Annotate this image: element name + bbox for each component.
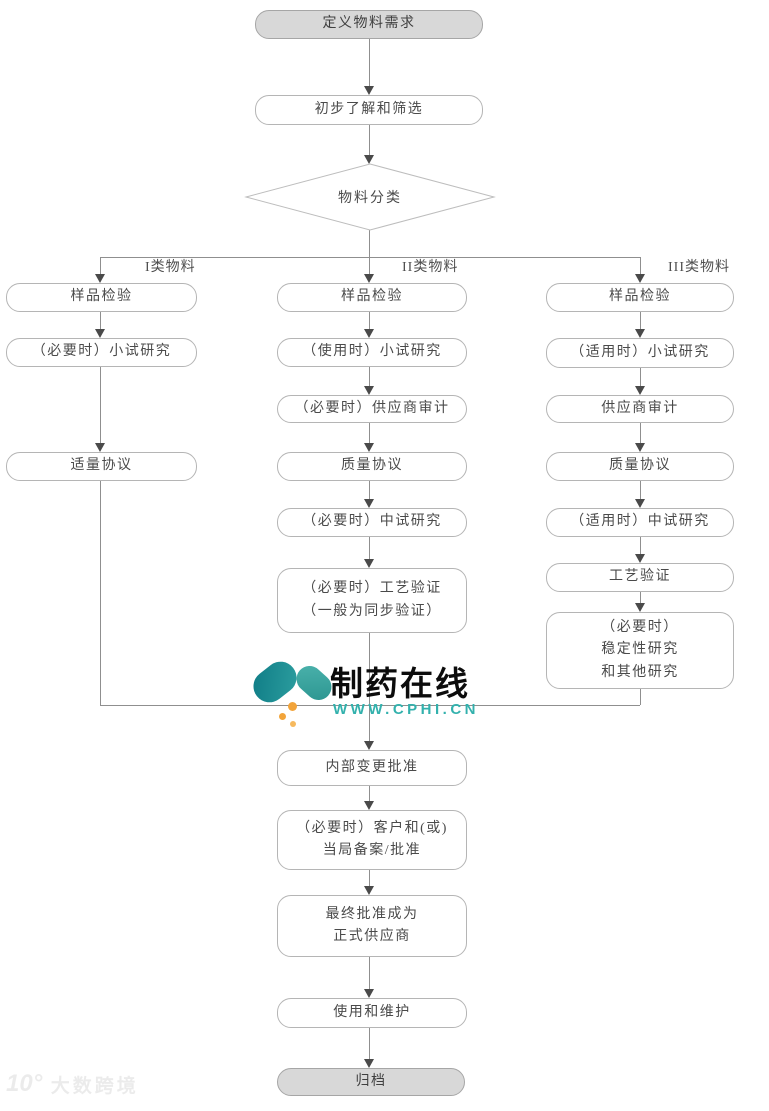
connector-line <box>640 423 641 444</box>
arrowhead <box>95 329 105 338</box>
connector-line <box>640 368 641 387</box>
arrowhead <box>364 989 374 998</box>
connector-line <box>100 257 101 276</box>
brand-name: 制药在线 <box>330 665 470 702</box>
connector-line <box>640 592 641 605</box>
arrowhead <box>635 499 645 508</box>
node-c3-process-validation: 工艺验证 <box>546 563 734 592</box>
branch-label-class2: II类物料 <box>402 260 459 275</box>
node-c2-lab-study: （使用时）小试研究 <box>277 338 467 367</box>
node-c2-pilot-study: （必要时）中试研究 <box>277 508 467 537</box>
decision-diamond <box>244 163 496 231</box>
footer-brand-text: 大数跨境 <box>50 1075 139 1097</box>
node-c3-pilot-study: （适用时）中试研究 <box>546 508 734 537</box>
connector-line <box>369 957 370 991</box>
arrowhead <box>364 274 374 283</box>
node-c1-sample-test: 样品检验 <box>6 283 197 312</box>
decision-label: 物料分类 <box>338 191 402 206</box>
node-define-material-requirement: 定义物料需求 <box>255 10 483 39</box>
node-c3-sample-test: 样品检验 <box>546 283 734 312</box>
connector-line <box>369 230 370 257</box>
arrowhead <box>364 86 374 95</box>
node-c2-supplier-audit: （必要时）供应商审计 <box>277 395 467 423</box>
connector-line <box>369 870 370 888</box>
arrowhead <box>364 801 374 810</box>
footer-logo-icon: 10° <box>6 1070 43 1097</box>
arrowhead <box>364 499 374 508</box>
connector-line <box>369 633 370 741</box>
arrowhead <box>635 329 645 338</box>
connector-line <box>369 257 370 276</box>
arrowhead <box>364 443 374 452</box>
node-c3-quality-agreement: 质量协议 <box>546 452 734 481</box>
brand-url: WWW.CPHI.CN <box>333 701 479 718</box>
branch-split-line <box>100 257 640 258</box>
node-c1-lab-study: （必要时）小试研究 <box>6 338 197 367</box>
connector-line <box>100 312 101 330</box>
arrowhead <box>635 274 645 283</box>
arrowhead <box>95 274 105 283</box>
connector-line <box>640 312 641 330</box>
node-c2-process-validation: （必要时）工艺验证 （一般为同步验证） <box>277 568 467 633</box>
node-c2-sample-test: 样品检验 <box>277 283 467 312</box>
arrowhead <box>635 603 645 612</box>
arrowhead <box>364 155 374 164</box>
arrowhead <box>364 559 374 568</box>
footer-watermark: 10° 大数跨境 <box>6 1070 139 1098</box>
connector-line <box>369 367 370 387</box>
connector-line <box>640 537 641 556</box>
node-c3-stability-study: （必要时） 稳定性研究 和其他研究 <box>546 612 734 689</box>
arrowhead <box>635 554 645 563</box>
connector-line <box>640 481 641 500</box>
node-final-approval-supplier: 最终批准成为 正式供应商 <box>277 895 467 957</box>
connector-line <box>369 125 370 156</box>
branch-label-class1: I类物料 <box>145 260 196 275</box>
connector-line <box>640 689 641 705</box>
node-archive: 归档 <box>277 1068 465 1096</box>
node-use-and-maintain: 使用和维护 <box>277 998 467 1028</box>
arrowhead <box>364 329 374 338</box>
connector-line <box>640 257 641 276</box>
node-c3-supplier-audit: 供应商审计 <box>546 395 734 423</box>
arrowhead <box>95 443 105 452</box>
node-c2-quality-agreement: 质量协议 <box>277 452 467 481</box>
connector-line <box>369 537 370 560</box>
node-internal-change-approval: 内部变更批准 <box>277 750 467 786</box>
arrowhead <box>364 1059 374 1068</box>
arrowhead <box>364 741 374 750</box>
connector-line <box>369 481 370 500</box>
node-c3-lab-study: （适用时）小试研究 <box>546 338 734 368</box>
node-initial-screening: 初步了解和筛选 <box>255 95 483 125</box>
branch-label-class3: III类物料 <box>668 260 730 275</box>
connector-line <box>369 38 370 87</box>
arrowhead <box>635 443 645 452</box>
node-customer-authority-filing: （必要时）客户和(或) 当局备案/批准 <box>277 810 467 870</box>
arrowhead <box>635 386 645 395</box>
node-c1-agreement: 适量协议 <box>6 452 197 481</box>
connector-line <box>369 1028 370 1061</box>
connector-line <box>369 312 370 330</box>
arrowhead <box>364 386 374 395</box>
brand-watermark: 制药在线 WWW.CPHI.CN <box>247 653 490 733</box>
connector-line <box>100 481 101 705</box>
arrowhead <box>364 886 374 895</box>
merge-line <box>100 705 640 706</box>
connector-line <box>369 786 370 803</box>
connector-line <box>369 423 370 444</box>
connector-line <box>100 367 101 444</box>
